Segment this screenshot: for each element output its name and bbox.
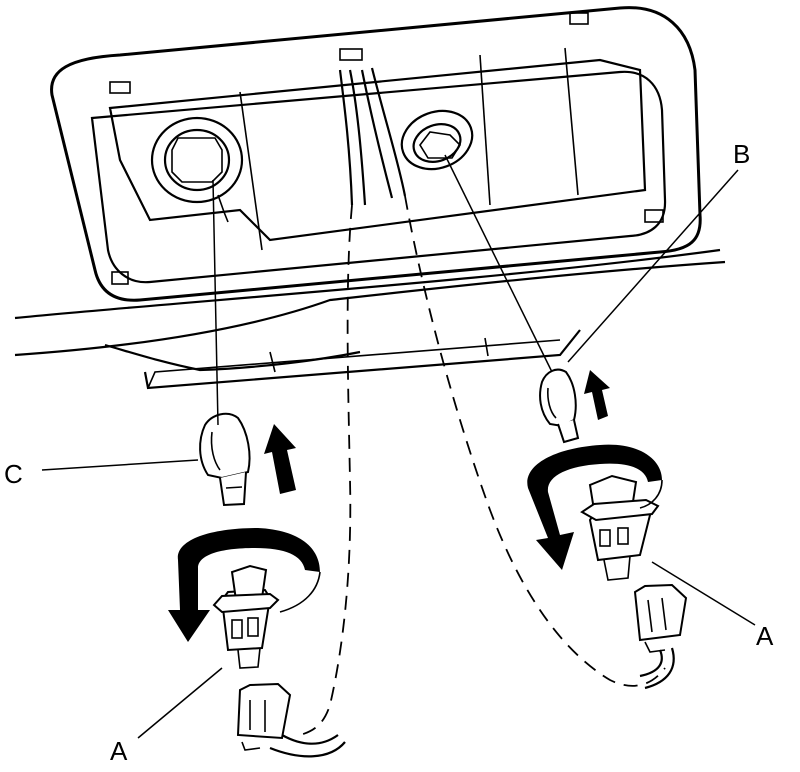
label-a-left: A xyxy=(110,736,128,766)
leader-line-a-right xyxy=(651,561,756,626)
rotate-arrow-right xyxy=(527,444,663,570)
leader-line-c xyxy=(41,459,199,471)
label-a-right: A xyxy=(756,621,774,651)
guide-line-left xyxy=(212,179,219,426)
bulb-c xyxy=(199,412,251,507)
socket-left xyxy=(212,564,346,758)
leader-line-b xyxy=(567,169,739,363)
label-b: B xyxy=(733,139,750,169)
socket-right xyxy=(580,474,688,690)
rotate-arrow-left xyxy=(168,528,321,642)
push-arrow-right xyxy=(584,370,610,420)
bulb-b xyxy=(539,368,580,444)
guide-line-right xyxy=(444,154,553,373)
bumper-panel xyxy=(14,248,726,390)
label-c: C xyxy=(4,459,23,489)
push-arrow-left xyxy=(264,424,296,494)
leader-line-a-left xyxy=(137,667,223,739)
wire-path-left xyxy=(299,204,353,736)
lamp-housing xyxy=(50,6,702,302)
